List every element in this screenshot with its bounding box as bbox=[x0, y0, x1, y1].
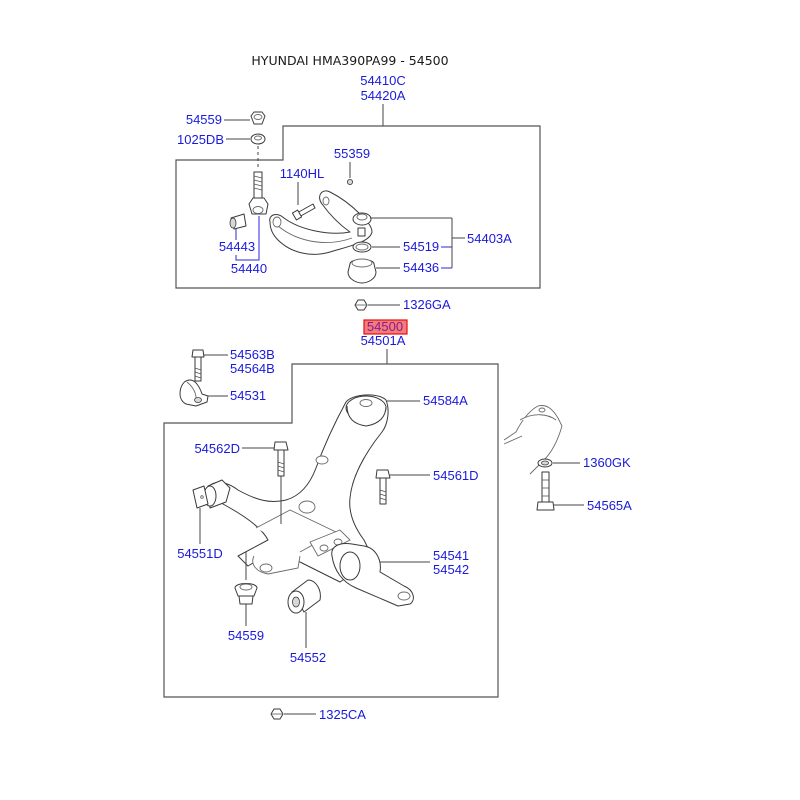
dust-boot-icon bbox=[347, 258, 377, 284]
diagram-title: HYUNDAI HMA390PA99 - 54500 bbox=[251, 53, 448, 68]
upper-control-arm-icon bbox=[269, 190, 373, 255]
bracket-icon bbox=[179, 379, 209, 407]
label-54531[interactable]: 54531 bbox=[230, 388, 266, 403]
bolt-icon bbox=[375, 469, 391, 505]
label-55359[interactable]: 55359 bbox=[334, 146, 370, 161]
label-1360GK[interactable]: 1360GK bbox=[583, 455, 631, 470]
label-54551D[interactable]: 54551D bbox=[177, 546, 223, 561]
nut-1325CA-group: 1325CA bbox=[270, 707, 366, 722]
label-1325CA[interactable]: 1325CA bbox=[319, 707, 366, 722]
label-54552[interactable]: 54552 bbox=[290, 650, 326, 665]
washer-icon bbox=[250, 133, 266, 145]
label-54565A[interactable]: 54565A bbox=[587, 498, 632, 513]
label-54561D[interactable]: 54561D bbox=[433, 468, 479, 483]
selected-part-highlight bbox=[363, 319, 408, 335]
label-54542[interactable]: 54542 bbox=[433, 562, 469, 577]
steering-knuckle-icon bbox=[503, 405, 563, 475]
label-54559-upper[interactable]: 54559 bbox=[186, 112, 222, 127]
washer-icon bbox=[537, 458, 553, 468]
label-54443[interactable]: 54443 bbox=[219, 239, 255, 254]
label-54564B[interactable]: 54564B bbox=[230, 361, 275, 376]
lower-arm-frame bbox=[163, 363, 499, 698]
upper-arm-frame bbox=[175, 125, 541, 289]
bolt-icon bbox=[291, 203, 316, 221]
nut-icon bbox=[250, 111, 266, 125]
lower-arm-group: 54500 54501A 54563B 54564B 54531 bbox=[163, 319, 499, 698]
label-54440[interactable]: 54440 bbox=[231, 261, 267, 276]
bolt-icon bbox=[536, 471, 555, 511]
bolt-icon bbox=[273, 441, 289, 524]
label-54500-selected[interactable]: 54500 bbox=[367, 319, 403, 334]
grease-fitting-icon bbox=[346, 178, 353, 185]
bushing-icon bbox=[229, 213, 247, 230]
label-54563B[interactable]: 54563B bbox=[230, 347, 275, 362]
bolt-icon bbox=[191, 349, 205, 382]
knuckle-group: 1360GK 54565A bbox=[503, 405, 632, 513]
label-54403A[interactable]: 54403A bbox=[467, 231, 512, 246]
label-54541[interactable]: 54541 bbox=[433, 548, 469, 563]
snap-ring-icon bbox=[352, 241, 372, 253]
rear-bracket-icon bbox=[331, 543, 414, 607]
upper-arm-group: 54410C 54420A 54559 1025DB bbox=[175, 73, 541, 289]
leader-line bbox=[235, 216, 260, 261]
flange-nut-icon bbox=[234, 583, 258, 605]
label-1326GA[interactable]: 1326GA bbox=[403, 297, 451, 312]
nut-icon bbox=[354, 299, 368, 311]
stabilizer-link-icon bbox=[248, 171, 269, 215]
label-54410C[interactable]: 54410C bbox=[360, 73, 406, 88]
bushing-icon bbox=[287, 579, 321, 614]
label-54562D[interactable]: 54562D bbox=[194, 441, 240, 456]
label-54501A[interactable]: 54501A bbox=[361, 333, 406, 348]
label-54559-lower[interactable]: 54559 bbox=[228, 628, 264, 643]
label-1025DB[interactable]: 1025DB bbox=[177, 132, 224, 147]
nut-icon bbox=[270, 708, 284, 720]
rear-bushing-icon bbox=[192, 479, 231, 509]
label-54584A[interactable]: 54584A bbox=[423, 393, 468, 408]
lower-control-arm-icon bbox=[207, 394, 389, 583]
label-1140HL[interactable]: 1140HL bbox=[280, 166, 325, 181]
nut-1326GA-group: 1326GA bbox=[354, 297, 451, 312]
label-54519[interactable]: 54519 bbox=[403, 239, 439, 254]
label-54436[interactable]: 54436 bbox=[403, 260, 439, 275]
label-54420A[interactable]: 54420A bbox=[361, 88, 406, 103]
